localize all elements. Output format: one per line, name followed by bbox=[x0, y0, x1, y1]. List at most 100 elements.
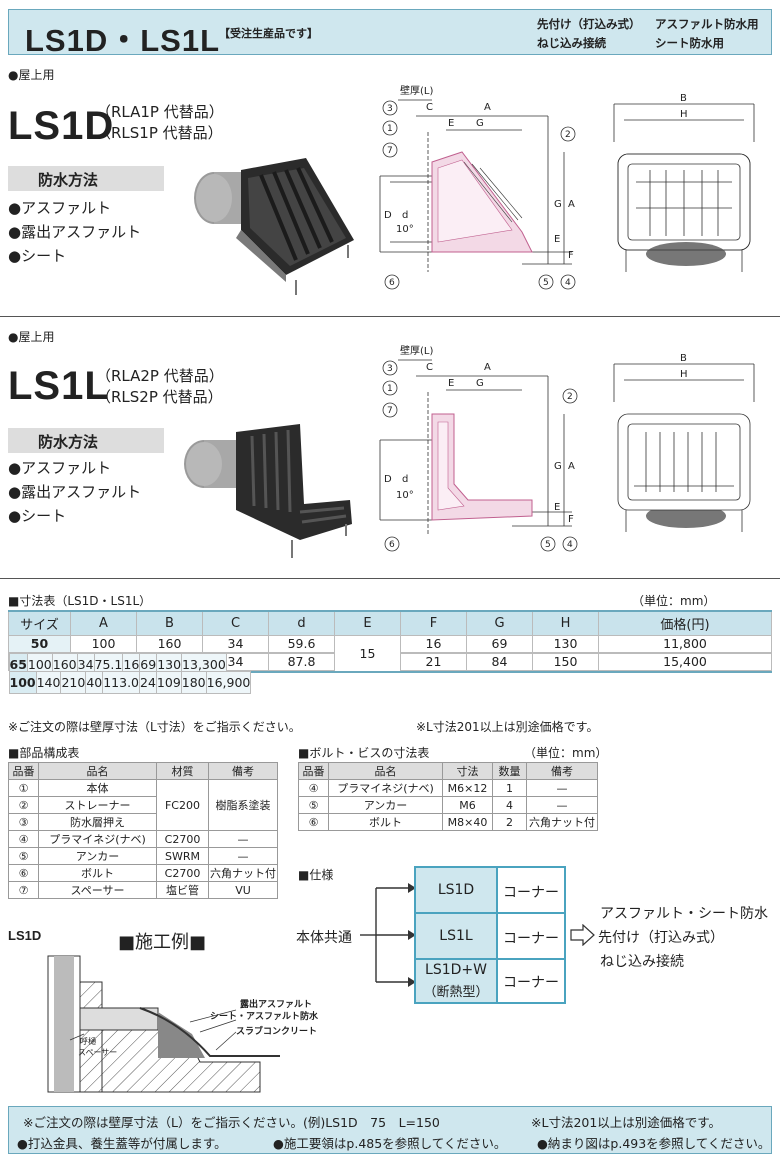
dim-cell: 69 bbox=[139, 652, 158, 676]
spec-type-2: コーナー bbox=[503, 931, 559, 947]
table-row: ⑦ スペーサー 塩ビ管 VU bbox=[8, 881, 278, 899]
ls1l-product-photo bbox=[184, 424, 352, 558]
ls1d-label-angle: 10° bbox=[396, 224, 414, 235]
spec-result-install: 先付け（打込み式） bbox=[598, 930, 724, 946]
dim-cell: 100 bbox=[8, 670, 37, 694]
bolt-header-size: 寸法 bbox=[442, 762, 493, 780]
ls1l-callout-7: 7 bbox=[387, 406, 393, 416]
bolt-cell: ボルト bbox=[328, 813, 443, 831]
ls1d-model-name: LS1D bbox=[8, 104, 115, 148]
parts-cell-fc200: FC200 bbox=[156, 779, 209, 831]
dim-cell: 100 bbox=[26, 652, 53, 676]
ls1d-front-drawing: B H bbox=[613, 93, 755, 272]
parts-cell: ① bbox=[8, 779, 39, 797]
dim-cell: 15,400 bbox=[598, 652, 772, 671]
ls1l-label-g-top: G bbox=[476, 378, 484, 389]
ls1l-wp-asphalt: ●アスファルト bbox=[8, 459, 112, 477]
dim-table-title: ■寸法表（LS1D・LS1L） bbox=[8, 594, 152, 608]
dim-header-b: B bbox=[136, 610, 203, 636]
dimension-table: サイズ A B C d E F G H 価格(円) 50 100 160 34 … bbox=[8, 610, 772, 694]
bolt-cell: — bbox=[526, 779, 598, 797]
dim-cell: 84 bbox=[466, 652, 533, 671]
bolt-header-remarks: 備考 bbox=[526, 762, 598, 780]
construction-label-spacer: スペーサー bbox=[78, 1048, 117, 1057]
ls1d-waterproof-heading: 防水方法 bbox=[8, 166, 164, 191]
divider-2 bbox=[0, 578, 780, 579]
ls1l-label-a-side: A bbox=[568, 461, 575, 472]
dim-cell: 34 bbox=[76, 652, 95, 676]
ls1l-label-g-side: G bbox=[554, 461, 562, 472]
spec-row-divider-1 bbox=[416, 912, 564, 914]
table-row: ④ プラマイネジ(ナベ) M6×12 1 — bbox=[298, 779, 598, 797]
ls1l-front-label-h: H bbox=[680, 369, 688, 380]
table-row: ① 本体 FC200 樹脂系塗装 bbox=[8, 779, 278, 831]
construction-label-membrane: シート・アスファルト防水 bbox=[210, 1010, 319, 1022]
ls1l-label-e-top: E bbox=[448, 378, 454, 389]
parts-table-title: ■部品構成表 bbox=[8, 746, 80, 760]
bolt-header-name: 品名 bbox=[328, 762, 443, 780]
made-to-order-note: 【受注生産品です】 bbox=[219, 27, 318, 40]
header-sheet-use: シート防水用 bbox=[655, 36, 724, 50]
table-row: ⑤ アンカー M6 4 — bbox=[298, 796, 598, 814]
spec-item-ls1d: LS1D bbox=[437, 882, 475, 898]
ls1l-alt-1: （RLA2P 代替品） bbox=[96, 367, 224, 385]
ls1d-front-label-b: B bbox=[680, 93, 687, 104]
ls1d-product-photo bbox=[194, 158, 354, 295]
ls1l-callout-5: 5 bbox=[545, 540, 551, 550]
parts-cell: 塩ビ管 bbox=[156, 881, 209, 899]
table-row: 65 100 160 34 75.1 16 69 130 13,300 bbox=[8, 652, 227, 676]
footer-note-accessories: ●打込金具、養生蓋等が付属します。 bbox=[17, 1136, 227, 1151]
dim-cell: 130 bbox=[156, 652, 183, 676]
dim-note-wall: ※ご注文の際は壁厚寸法（L寸法）をご指示ください。 bbox=[8, 720, 301, 734]
parts-cell: アンカー bbox=[38, 847, 157, 865]
footer-note-price: ※L寸法201以上は別途価格です。 bbox=[531, 1115, 722, 1130]
header-install-type: 先付け（打込み式） bbox=[537, 17, 641, 31]
construction-label-pipe: 呼樋 bbox=[80, 1036, 96, 1046]
ls1l-waterproof-list: ●アスファルト ●露出アスファルト ●シート bbox=[8, 456, 141, 528]
dim-table-unit: （単位：mm） bbox=[632, 594, 716, 608]
ls1l-callout-1: 1 bbox=[387, 384, 393, 394]
dim-header-e: E bbox=[334, 610, 401, 636]
spec-result-waterproof: アスファルト・シート防水 bbox=[600, 906, 768, 922]
dim-cell: 11,800 bbox=[598, 634, 772, 653]
ls1d-alt-2: （RLS1P 代替品） bbox=[96, 124, 223, 142]
dim-header-h: H bbox=[532, 610, 599, 636]
bolt-cell: M8×40 bbox=[442, 813, 493, 831]
bolt-cell: 4 bbox=[492, 796, 527, 814]
ls1d-label-f: F bbox=[568, 250, 574, 261]
ls1l-model-name: LS1L bbox=[8, 364, 110, 408]
table-row: ⑤ アンカー SWRM — bbox=[8, 847, 278, 865]
construction-label-slab: スラブコンクリート bbox=[236, 1025, 317, 1037]
parts-cell: ④ bbox=[8, 830, 39, 848]
bolt-header-qty: 数量 bbox=[492, 762, 527, 780]
spec-item-ls1dw-sub: （断熱型） bbox=[423, 985, 489, 1000]
spec-col-divider bbox=[496, 868, 498, 1002]
header-screw-connection: ねじ込み接続 bbox=[537, 36, 606, 50]
footer-note-procedure: ●施工要領はp.485を参照してください。 bbox=[273, 1136, 507, 1151]
footer-note-wall-example: ※ご注文の際は壁厚寸法（L）をご指示ください。(例)LS1D 75 L=150 bbox=[23, 1115, 440, 1130]
ls1d-usage: ●屋上用 bbox=[8, 68, 55, 82]
ls1d-label-d-lower: d bbox=[402, 210, 408, 221]
table-row: 100 140 210 40 113.0 24 109 180 16,900 bbox=[8, 670, 252, 694]
dim-cell: 24 bbox=[139, 670, 157, 694]
spec-arrow-icon bbox=[570, 924, 595, 946]
parts-cell: — bbox=[208, 847, 278, 865]
spec-row-divider-2 bbox=[416, 958, 564, 960]
ls1d-label-g-top: G bbox=[476, 118, 484, 129]
dim-cell: 50 bbox=[8, 634, 71, 653]
dim-header-f: F bbox=[400, 610, 467, 636]
dim-table-header: サイズ A B C d E F G H 価格(円) bbox=[8, 610, 772, 636]
bolt-table-unit: （単位：mm） bbox=[524, 746, 608, 760]
ls1d-front-label-h: H bbox=[680, 109, 688, 120]
ls1l-front-label-b: B bbox=[680, 353, 687, 364]
ls1d-alt-1: （RLA1P 代替品） bbox=[96, 103, 224, 121]
table-row: ④ プラマイネジ(ナベ) C2700 — bbox=[8, 830, 278, 848]
bolt-cell: M6 bbox=[442, 796, 493, 814]
dim-header-d: d bbox=[268, 610, 335, 636]
ls1d-callout-2: 2 bbox=[565, 130, 571, 140]
footer-notes: ※ご注文の際は壁厚寸法（L）をご指示ください。(例)LS1D 75 L=150 … bbox=[8, 1106, 772, 1154]
parts-cell: SWRM bbox=[156, 847, 209, 865]
spec-type-1: コーナー bbox=[503, 885, 559, 901]
spec-model-column bbox=[416, 868, 496, 1002]
parts-cell: ⑥ bbox=[8, 864, 39, 882]
